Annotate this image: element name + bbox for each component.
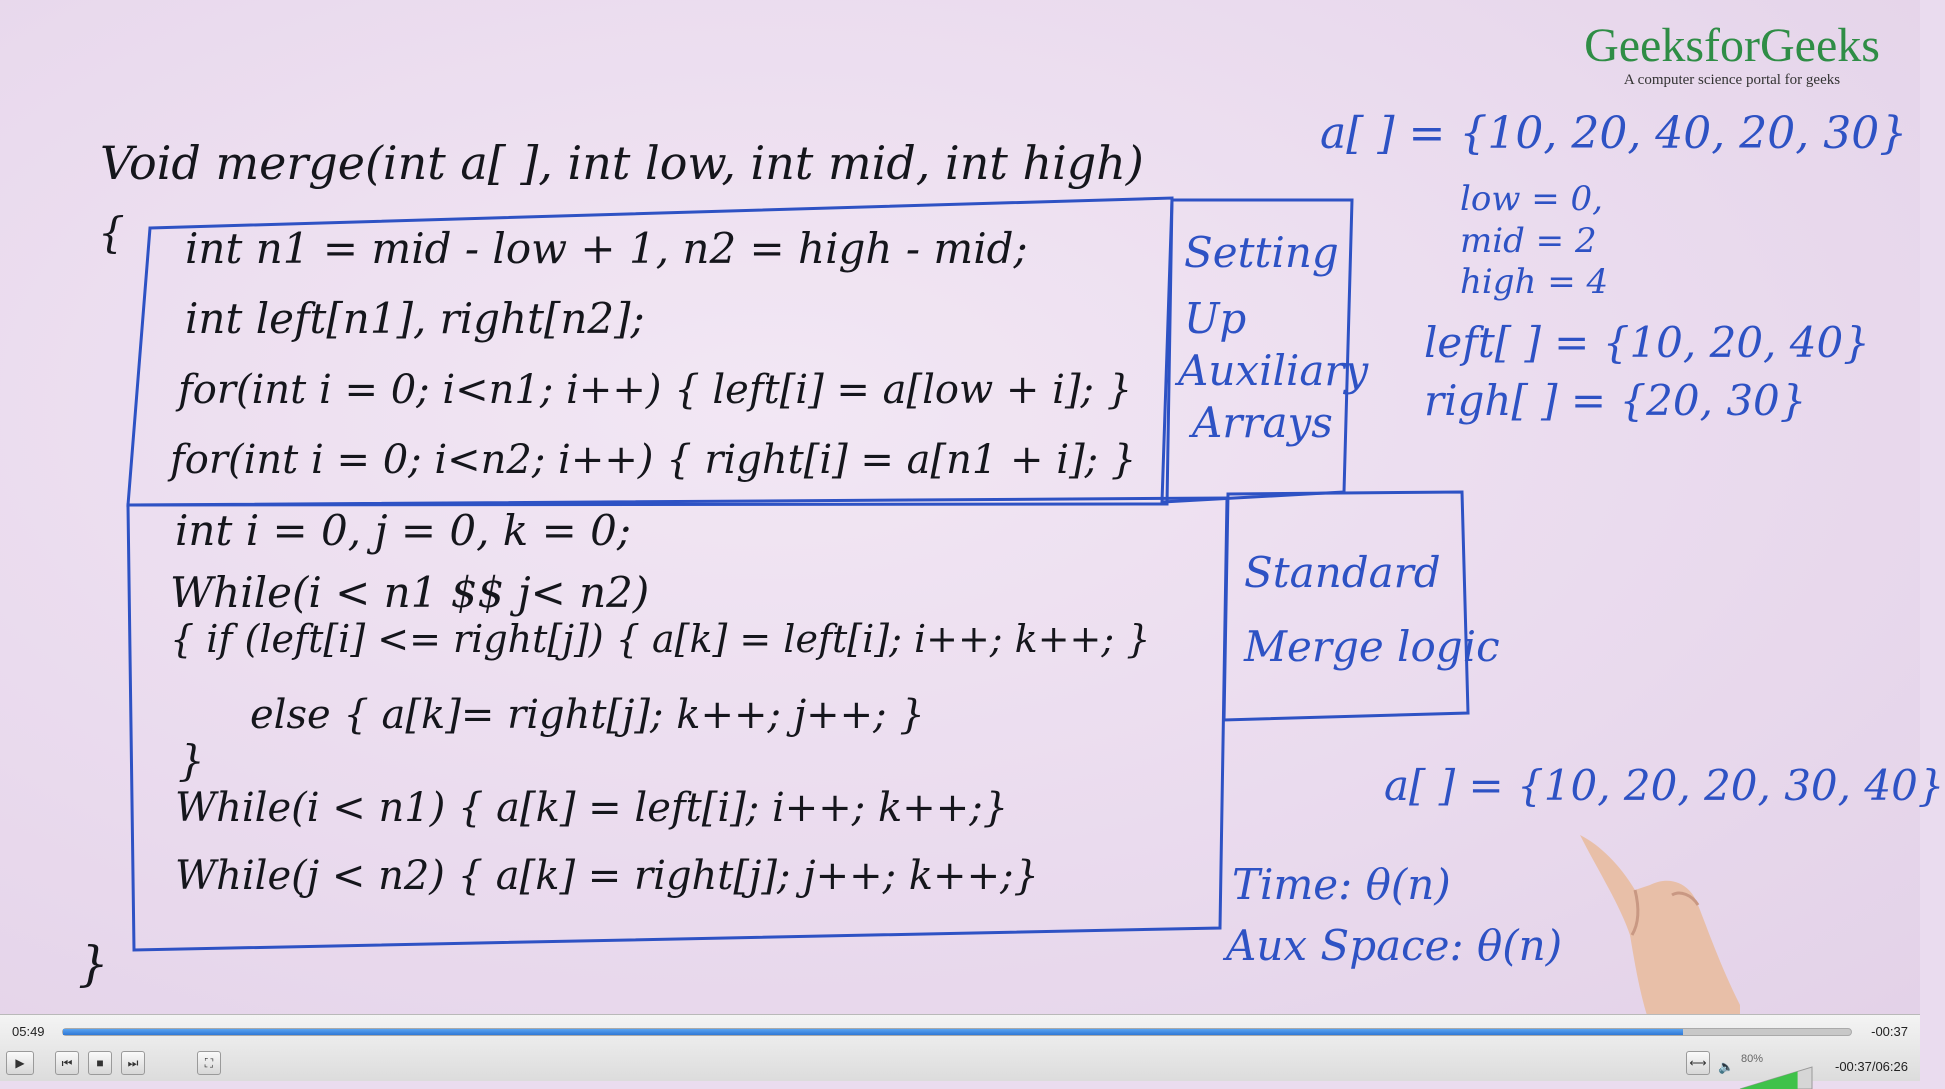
merge-label-line: Standard	[1244, 548, 1441, 597]
volume-level: 80%	[1741, 1053, 1764, 1065]
function-signature: Void merge(int a[ ], int low, int mid, i…	[100, 136, 1144, 190]
next-icon: ⏭	[127, 1055, 139, 1070]
seek-bar[interactable]	[62, 1028, 1852, 1036]
speaker-icon[interactable]: 🔈	[1718, 1059, 1735, 1074]
extended-settings-icon: ⟷	[1689, 1056, 1707, 1070]
merge-label-line: Merge logic	[1244, 622, 1500, 671]
setup-line: int n1 = mid - low + 1, n2 = high - mid;	[185, 224, 1028, 273]
brand-name: GeeksforGeeks	[1584, 19, 1880, 72]
video-frame[interactable]: GeeksforGeeks A computer science portal …	[0, 0, 1945, 1025]
volume-slider[interactable]	[1739, 1066, 1813, 1089]
previous-button[interactable]: ⏮	[55, 1051, 79, 1075]
elapsed-time: 05:49	[12, 1024, 45, 1039]
close-brace: }	[78, 936, 109, 992]
example-low: low = 0,	[1460, 179, 1603, 219]
play-icon: ▶	[15, 1056, 25, 1070]
setup-line: for(int i = 0; i<n2; i++) { right[i] = a…	[170, 437, 1137, 483]
total-time: -00:37/06:26	[1834, 1059, 1908, 1074]
stop-button[interactable]: ■	[88, 1051, 112, 1075]
merge-label-box	[1222, 490, 1470, 722]
setup-label-line: Setting	[1184, 228, 1339, 277]
brand-logo: GeeksforGeeks A computer science portal …	[1582, 22, 1882, 89]
remaining-time: -00:37	[1871, 1024, 1908, 1039]
stop-icon: ■	[96, 1056, 104, 1070]
merge-line: While(i < n1 $$ j< n2)	[170, 568, 650, 617]
example-right-array: righ[ ] = {20, 30}	[1424, 376, 1807, 425]
setup-line: int left[n1], right[n2];	[185, 294, 645, 343]
previous-icon: ⏮	[61, 1055, 73, 1070]
next-button[interactable]: ⏭	[121, 1051, 145, 1075]
time-complexity: Time: θ(n)	[1232, 860, 1451, 909]
media-player-controls: 05:49 -00:37 ▶ ⏮ ■ ⏭ ⛶ ⟷ 🔈 80% -00:37/06…	[0, 1014, 1920, 1089]
setup-line: for(int i = 0; i<n1; i++) { left[i] = a[…	[178, 367, 1133, 413]
merge-line: }	[178, 736, 205, 785]
presenter-hand	[1580, 835, 1740, 1025]
aux-space-complexity: Aux Space: θ(n)	[1226, 921, 1563, 970]
merge-line: else { a[k]= right[j]; k++; j++; }	[250, 692, 925, 738]
play-button[interactable]: ▶	[6, 1051, 34, 1075]
brand-tagline: A computer science portal for geeks	[1623, 72, 1841, 88]
merge-line: While(j < n2) { a[k] = right[j]; j++; k+…	[175, 853, 1040, 899]
merge-line: int i = 0, j = 0, k = 0;	[175, 506, 632, 555]
merge-line: { if (left[i] <= right[j]) { a[k] = left…	[170, 617, 1151, 661]
setup-label-line: Auxiliary	[1178, 346, 1369, 395]
example-mid: mid = 2	[1460, 221, 1597, 261]
example-input-array: a[ ] = {10, 20, 40, 20, 30}	[1320, 108, 1908, 159]
seek-bar-fill	[63, 1029, 1683, 1035]
fullscreen-icon: ⛶	[204, 1055, 214, 1070]
example-left-array: left[ ] = {10, 20, 40}	[1424, 318, 1870, 367]
setup-label-line: Arrays	[1192, 398, 1333, 447]
extended-settings-button[interactable]: ⟷	[1686, 1051, 1710, 1075]
example-output-array: a[ ] = {10, 20, 20, 30, 40}	[1384, 761, 1945, 810]
example-high: high = 4	[1460, 262, 1609, 302]
open-brace: {	[98, 208, 125, 257]
merge-line: While(i < n1) { a[k] = left[i]; i++; k++…	[175, 785, 1009, 831]
fullscreen-button[interactable]: ⛶	[197, 1051, 221, 1075]
setup-label-line: Up	[1184, 294, 1247, 343]
